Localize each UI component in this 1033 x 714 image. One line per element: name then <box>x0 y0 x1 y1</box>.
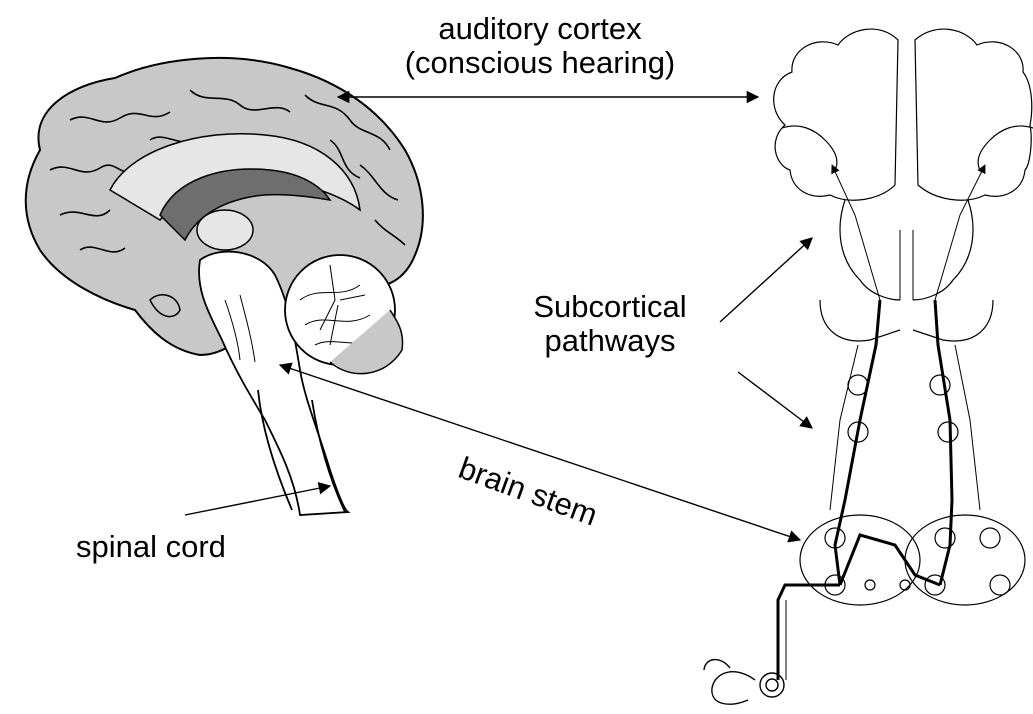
thin-projections <box>786 165 985 680</box>
brain-illustration <box>26 58 423 515</box>
nuclei <box>825 375 1010 595</box>
auditory-cortex-label: auditory cortex (conscious hearing) <box>355 12 725 80</box>
auditory-cortex-line1: auditory cortex <box>355 12 725 46</box>
subcortical-line1: Subcortical <box>490 290 730 324</box>
subcortical-arrow-lower <box>738 372 812 428</box>
cortex-right-outline <box>915 29 1032 200</box>
medulla-left <box>800 515 920 605</box>
pathway-schematic <box>704 29 1033 704</box>
subcortical-arrow-upper <box>720 238 812 322</box>
subcortical-line2: pathways <box>490 324 730 358</box>
auditory-cortex-line2: (conscious hearing) <box>355 46 725 80</box>
subcortical-pathways-label: Subcortical pathways <box>490 290 730 358</box>
spinal-cord-label: spinal cord <box>76 530 226 564</box>
cochlea <box>704 660 784 705</box>
thalamic-outline <box>840 200 973 300</box>
ascending-tracts <box>778 300 952 680</box>
thalamus <box>197 210 253 250</box>
